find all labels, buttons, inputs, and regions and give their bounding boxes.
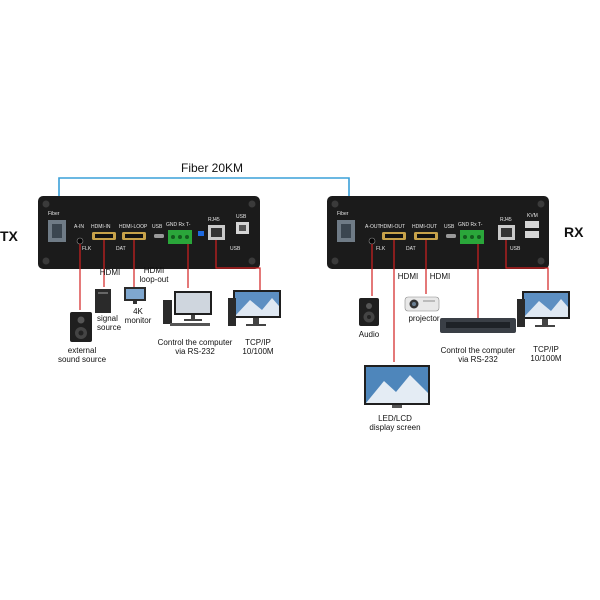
rx-computer-label: Control the computer via RS-232 [440,346,516,364]
rx-port-flk-label: FLK [376,246,386,252]
tx-port-serial-label: GND Rx T- [166,222,191,228]
tx-label: TX [0,228,18,244]
tx-4k-monitor-label: 4K monitor [124,307,152,325]
fiber-link-label: Fiber 20KM [181,161,244,175]
rx-port-rj45-label: RJ45 [500,217,512,223]
audio-speaker-icon [359,298,379,326]
rx-port-serial-label: GND Rx T- [458,222,483,228]
rx-tcpip-label: TCP/IP 10/100M [530,345,562,363]
rx-port-usb2-label: USB [510,246,521,252]
rx-port-usb-label: USB [444,224,455,230]
rx-port-aout-label: A-OUT [365,224,381,230]
tx-port-usb-label: USB [152,224,163,230]
tx-port-dat-label: DAT [116,246,126,252]
signal-source-pc-icon [95,289,111,313]
tx-hdmi-label: HDMI [99,268,121,277]
tx-audio-jack [76,237,84,245]
led-lcd-display-icon [364,365,430,408]
tx-computer-label: Control the computer via RS-232 [157,338,233,356]
tx-hdmi-loopout-label: HDMI loop-out [139,266,169,284]
tx-tcpip-label: TCP/IP 10/100M [242,338,274,356]
rx-audio-label: Audio [358,330,380,339]
tx-cables [79,240,261,310]
monitor-4k-icon [124,287,146,304]
rx-unit: Fiber A-OUT FLK HDMI-OUT HDMI-OUT DAT US… [327,196,549,269]
rx-projector-label: projector [408,314,440,323]
rx-port-hdmiout2-label: HDMI-OUT [412,224,437,230]
rx-hdmi2-label: HDMI [429,272,451,281]
rx-cables [371,240,549,362]
tx-port-fiber-label: Fiber [48,211,60,217]
speaker-icon [70,312,92,342]
tx-port-usb2-label: USB [230,246,241,252]
tcpip-pc-icon [228,290,281,326]
rx-display-label: LED/LCD display screen [369,414,421,432]
rx-tcpip-pc-icon [517,291,570,327]
rx-port-kvm-label: KVM [527,213,538,219]
tx-sound-source-label: external sound source [57,346,107,364]
computer-icon [163,291,212,326]
tx-unit: Fiber A-IN FLK HDMI-IN HDMI-LOOP DAT USB… [38,196,260,269]
rx-port-hdmiout1-label: HDMI-OUT [380,224,405,230]
tx-port-ain-label: A-IN [74,224,84,230]
tx-port-hdmiin-label: HDMI-IN [91,224,111,230]
rx-hdmi1-label: HDMI [397,272,419,281]
rx-audio-jack [368,237,376,245]
tx-port-usbb-label: USB [236,214,247,220]
rx-kvm-usb-port-2 [525,231,539,238]
rx-label: RX [564,224,584,240]
rx-usbc-port [446,234,456,238]
rx-kvm-usb-port-1 [525,221,539,228]
tx-signal-source-label: signal source [97,314,122,332]
tx-port-flk-label: FLK [82,246,92,252]
tx-usbc-port [154,234,164,238]
projector-icon [404,296,440,312]
tx-port-rj45-label: RJ45 [208,217,220,223]
tx-port-hdmiloop-label: HDMI-LOOP [119,224,148,230]
rx-port-fiber-label: Fiber [337,211,349,217]
rx-port-dat-label: DAT [406,246,416,252]
fiber-cable [58,177,350,200]
network-switch-icon [440,318,516,333]
